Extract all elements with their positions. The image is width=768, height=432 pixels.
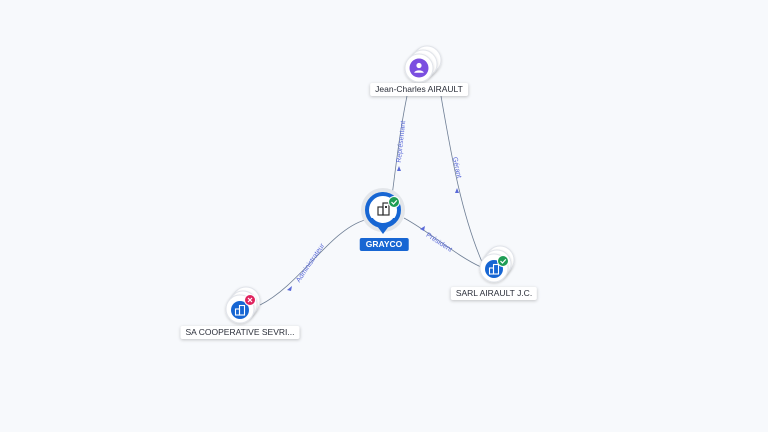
- close-badge-icon: [244, 294, 256, 306]
- check-badge-icon: [497, 255, 509, 267]
- edge-label-president: Président: [425, 232, 454, 254]
- node-label-grayco[interactable]: GRAYCO: [359, 238, 409, 251]
- edge-representant: [391, 95, 408, 197]
- node-person[interactable]: [404, 45, 442, 83]
- node-label-person[interactable]: Jean-Charles AIRAULT: [370, 83, 468, 96]
- edge-label-gerant: Gérant: [451, 156, 462, 178]
- node-label-sarl[interactable]: SARL AIRAULT J.C.: [450, 287, 538, 300]
- building-icon: [377, 202, 390, 216]
- building-icon: [231, 301, 249, 319]
- node-grayco[interactable]: [361, 188, 405, 234]
- node-sarl[interactable]: [479, 245, 515, 283]
- edge-arrow: [397, 166, 401, 171]
- check-badge-icon: [388, 196, 400, 208]
- person-icon: [409, 58, 429, 78]
- edge-arrow: [287, 286, 292, 291]
- edge-administrateur: [259, 219, 366, 306]
- edge-gerant: [440, 95, 483, 263]
- edge-arrow: [420, 226, 425, 231]
- edge-president: [403, 217, 482, 268]
- edge-label-representant: Représentant: [396, 121, 407, 164]
- edge-arrow: [455, 188, 459, 193]
- edge-label-administrateur: Administrateur: [295, 242, 326, 284]
- node-label-sa-cooperative[interactable]: SA COOPERATIVE SEVRI...: [180, 326, 300, 339]
- node-sa-cooperative[interactable]: [225, 286, 261, 324]
